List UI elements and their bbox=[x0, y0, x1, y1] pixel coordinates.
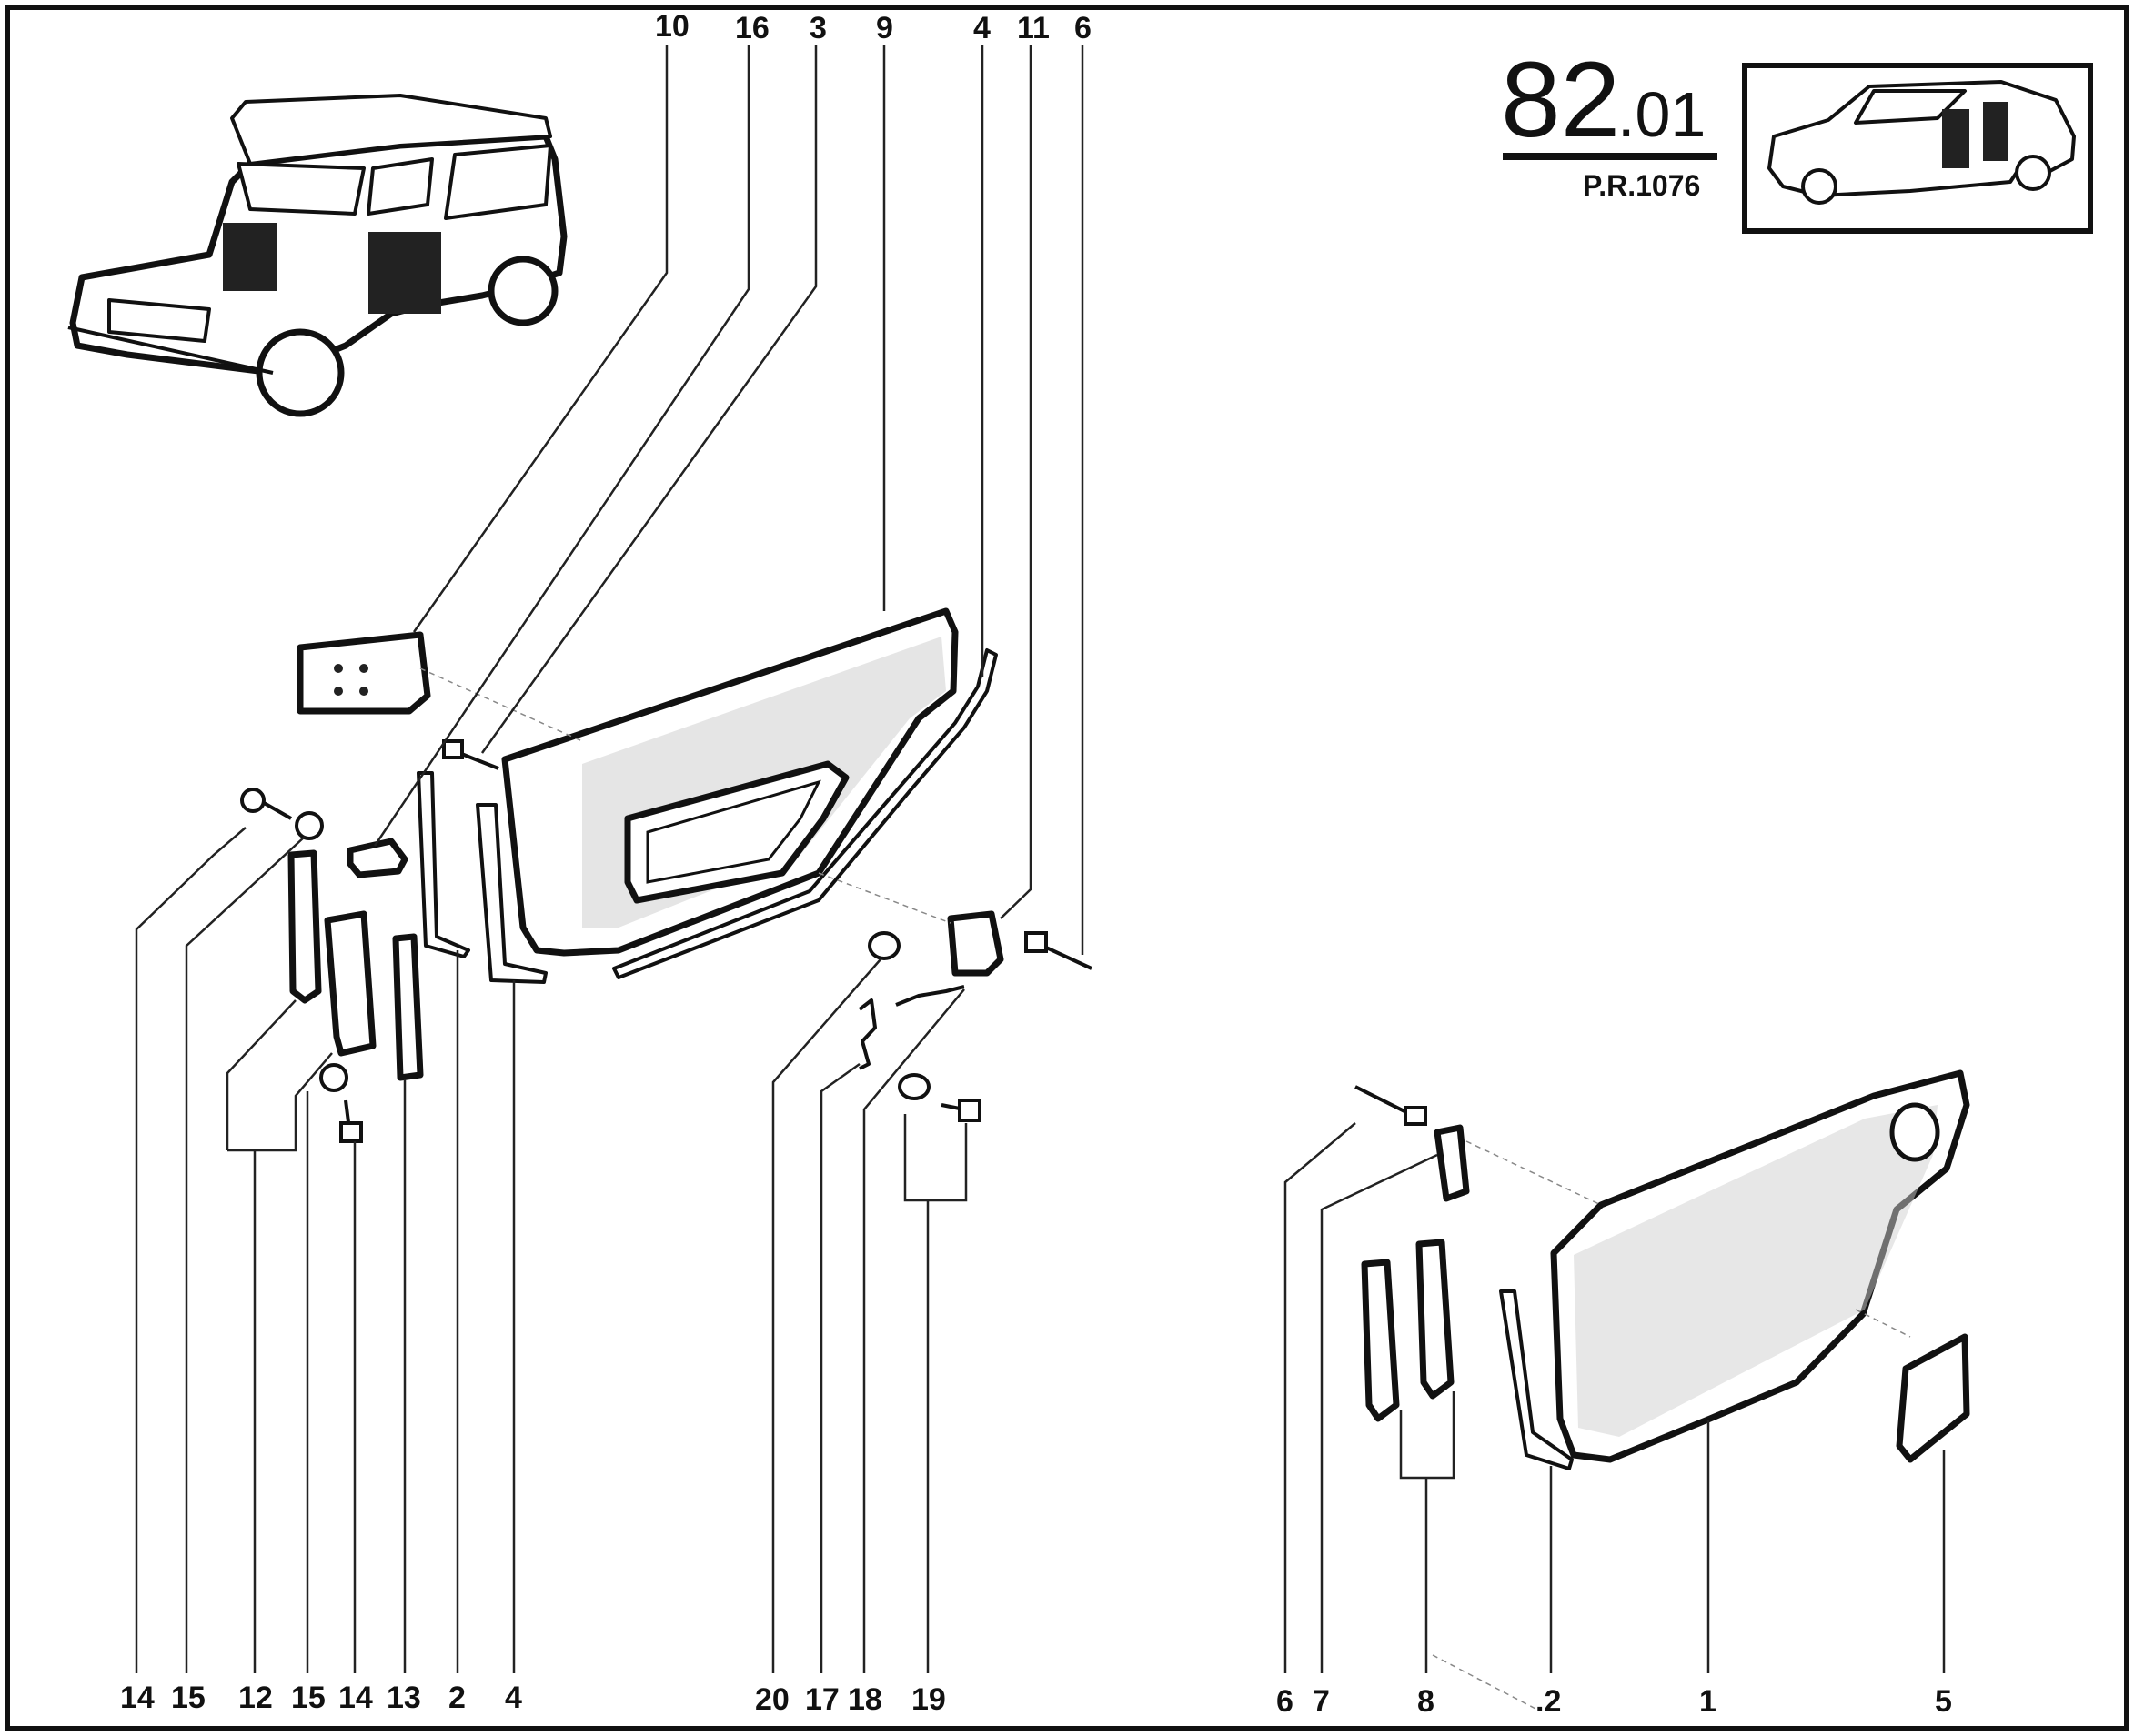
callout-labels-bottom-left: 14 15 12 15 14 13 2 4 bbox=[120, 1681, 522, 1715]
callout-13: 13 bbox=[387, 1681, 421, 1715]
callout-12: 12 bbox=[238, 1681, 273, 1715]
clip-17 bbox=[858, 998, 877, 1070]
rear-hinge-8b bbox=[1415, 1239, 1455, 1400]
callout-5: 5 bbox=[1935, 1684, 1952, 1719]
callout-17: 17 bbox=[805, 1682, 840, 1717]
rear-hinge-plate-5 bbox=[1896, 1333, 1970, 1463]
callout-16: 16 bbox=[735, 11, 770, 45]
callout-3: 3 bbox=[810, 11, 827, 45]
callout-2-rear: .2 bbox=[1535, 1684, 1561, 1719]
suv-vehicle-icon bbox=[67, 94, 568, 417]
section-sub-number: .01 bbox=[1617, 79, 1706, 150]
rear-weatherstrip-2 bbox=[1499, 1289, 1574, 1470]
leader-lines bbox=[135, 45, 1946, 1673]
weatherstrip-4 bbox=[476, 803, 548, 984]
door-hardware-cluster bbox=[858, 910, 1092, 1122]
bracket-7 bbox=[1434, 1124, 1470, 1202]
callout-8: 8 bbox=[1417, 1684, 1434, 1719]
callout-19: 19 bbox=[911, 1682, 946, 1717]
callout-6-bottom: 6 bbox=[1276, 1684, 1293, 1719]
callout-labels-bottom-right: 6 7 8 .2 1 5 bbox=[1276, 1684, 1952, 1719]
sedan-vehicle-icon bbox=[1742, 63, 2093, 234]
rear-hinge-8a bbox=[1361, 1259, 1400, 1422]
callout-11: 11 bbox=[1017, 11, 1050, 45]
alignment-lines bbox=[419, 667, 1911, 1711]
callout-9: 9 bbox=[876, 11, 893, 45]
callout-14-b: 14 bbox=[338, 1681, 373, 1715]
trim-strip-13 bbox=[392, 933, 424, 1081]
callout-20: 20 bbox=[755, 1682, 790, 1717]
rear-door-assembly bbox=[1354, 1069, 1970, 1470]
callout-18: 18 bbox=[848, 1682, 882, 1717]
callout-labels-bottom-middle: 20 17 18 19 bbox=[755, 1682, 946, 1717]
section-number: 82 bbox=[1501, 40, 1620, 160]
weatherstrip-2 bbox=[417, 771, 470, 958]
callout-4-top: 4 bbox=[973, 11, 991, 45]
callout-labels-top: 10 16 3 9 4 11 6 bbox=[655, 9, 1092, 45]
front-door-seal bbox=[612, 648, 998, 979]
callout-15-a: 15 bbox=[171, 1681, 206, 1715]
door-hinge-12 bbox=[287, 849, 322, 1004]
callout-6-top: 6 bbox=[1074, 11, 1092, 45]
reference-code: P.R.1076 bbox=[1583, 169, 1700, 202]
door-lock-11 bbox=[947, 910, 1004, 977]
callout-7: 7 bbox=[1313, 1684, 1330, 1719]
link-rod-18 bbox=[895, 985, 965, 1007]
section-code: 82 .01 P.R.1076 bbox=[1501, 40, 1717, 202]
callout-10: 10 bbox=[655, 9, 690, 44]
callout-15-b: 15 bbox=[291, 1681, 326, 1715]
callout-14-a: 14 bbox=[120, 1681, 155, 1715]
door-hinge-12b bbox=[324, 910, 377, 1057]
front-door-assembly bbox=[240, 607, 998, 1143]
callout-2: 2 bbox=[448, 1681, 466, 1715]
callout-4-bottom: 4 bbox=[505, 1681, 522, 1715]
callout-1: 1 bbox=[1699, 1684, 1716, 1719]
door-striker bbox=[347, 838, 408, 878]
page-frame bbox=[5, 5, 2129, 1731]
pin-6-right bbox=[1354, 1085, 1411, 1116]
